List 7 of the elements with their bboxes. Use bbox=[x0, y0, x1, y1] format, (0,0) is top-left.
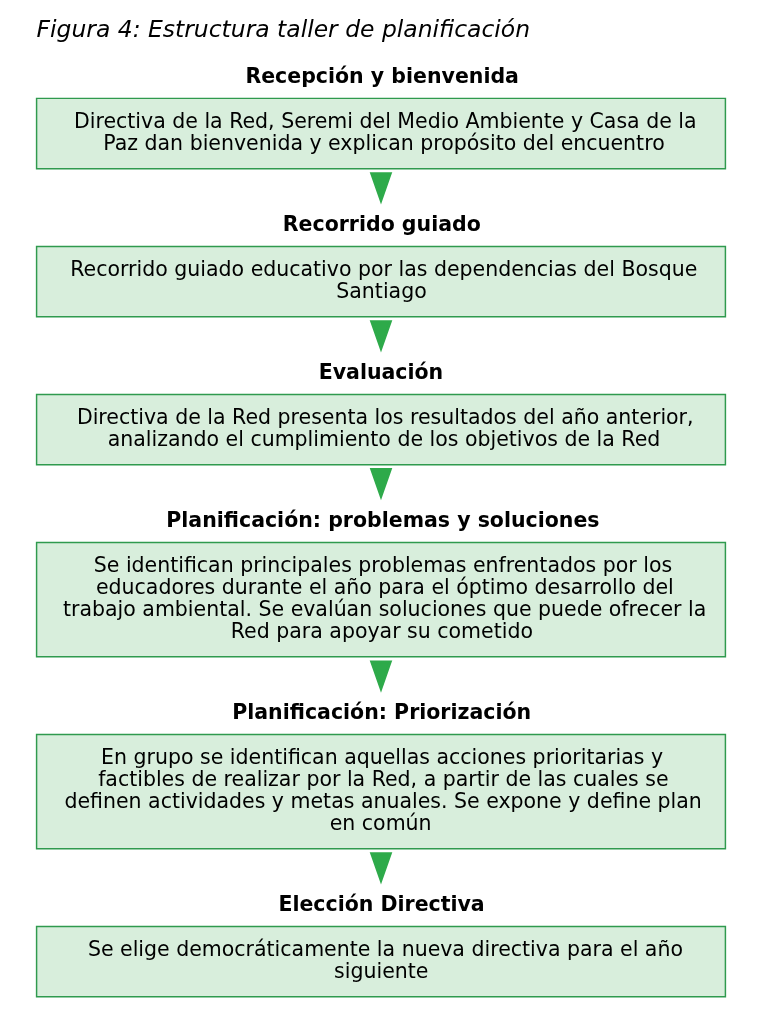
node-label: Recorrido guiado bbox=[282, 211, 481, 236]
node-label: Evaluación bbox=[318, 359, 444, 384]
node-label: Planificación: Priorización bbox=[232, 699, 532, 724]
node-label: Recepción y bienvenida bbox=[245, 63, 519, 88]
node-label: Elección Directiva bbox=[278, 891, 485, 916]
node-label: Planificación: problemas y soluciones bbox=[166, 507, 600, 532]
diagram-title: Figura 4: Estructura taller de planificación bbox=[36, 15, 531, 44]
